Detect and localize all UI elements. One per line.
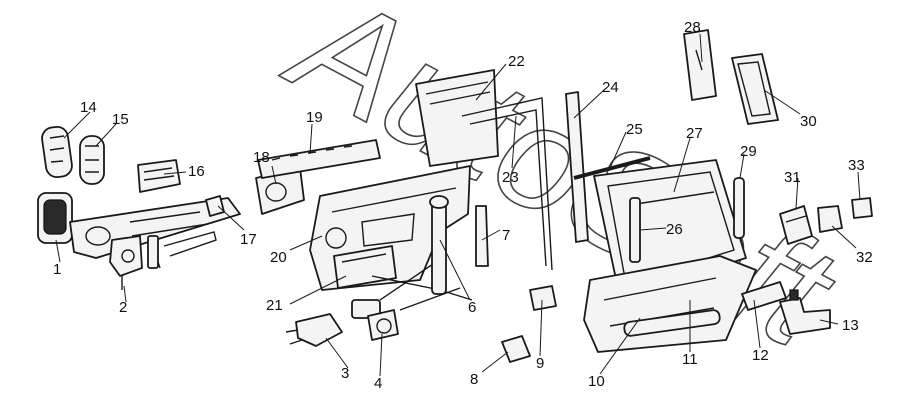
callout-31: 31 [784,169,801,186]
callout-12: 12 [752,347,769,364]
callout-33: 33 [848,157,865,174]
part-9-lock-cylinder [529,285,557,311]
callout-11: 11 [682,351,698,368]
part-28-quarter-glass [683,29,717,101]
callout-20: 20 [270,249,287,266]
callout-29: 29 [740,143,757,160]
part-rear-trim-panel [583,255,757,353]
part-13-latch-cover [779,289,831,335]
part-3-motor [285,313,343,347]
part-16-handle [137,159,181,193]
callout-30: 30 [800,113,817,130]
callout-18: 18 [253,149,270,166]
part-4-gear [367,309,399,341]
part-6-channel [429,195,449,295]
callout-24: 24 [602,79,619,96]
part-17-clip [205,195,225,217]
callout-14: 14 [80,99,97,116]
part-31-hinge [779,205,813,245]
part-12-pull-handle [741,281,787,311]
part-30-quarter-seal [731,53,779,125]
part-14-handle-cover [41,125,73,179]
callout-1: 1 [53,261,61,278]
part-1-armrest-cup [37,192,73,244]
callout-32: 32 [856,249,873,266]
part-23-glass-run [461,97,553,271]
part-22-door-glass [415,69,499,167]
callout-6: 6 [468,299,476,316]
callout-26: 26 [666,221,683,238]
part-8-lock-knob [501,335,531,363]
callout-4: 4 [374,375,382,392]
part-rod-left [147,231,217,269]
part-window-regulator [351,261,473,319]
callout-17: 17 [240,231,257,248]
callout-21: 21 [266,297,283,314]
callout-27: 27 [686,125,703,142]
callout-19: 19 [306,109,323,126]
callout-16: 16 [188,163,205,180]
callout-3: 3 [341,365,349,382]
part-2-latch [109,235,143,290]
part-19-switch-panel [257,139,381,179]
part-24-weatherstrip [565,91,589,243]
leader-lines [55,33,861,377]
callout-labels: 1 2 3 4 6 7 8 9 10 11 12 13 14 15 16 17 … [53,19,873,392]
callout-7: 7 [502,227,510,244]
callout-9: 9 [536,355,544,372]
callout-15: 15 [112,111,129,128]
callout-28: 28 [684,19,701,36]
part-7-guide [475,205,489,267]
callout-23: 23 [502,169,519,186]
callout-2: 2 [119,299,127,316]
callout-8: 8 [470,371,478,388]
part-33-bumper [851,197,873,219]
callout-10: 10 [588,373,605,390]
part-26-rear-glass-channel [629,197,641,263]
part-15-handle-cover [79,135,105,185]
callout-25: 25 [626,121,643,138]
part-29-rear-run [733,177,745,239]
callout-13: 13 [842,317,859,334]
part-32-striker [817,205,843,233]
callout-22: 22 [508,53,525,70]
part-25-seal-strip [573,156,651,180]
